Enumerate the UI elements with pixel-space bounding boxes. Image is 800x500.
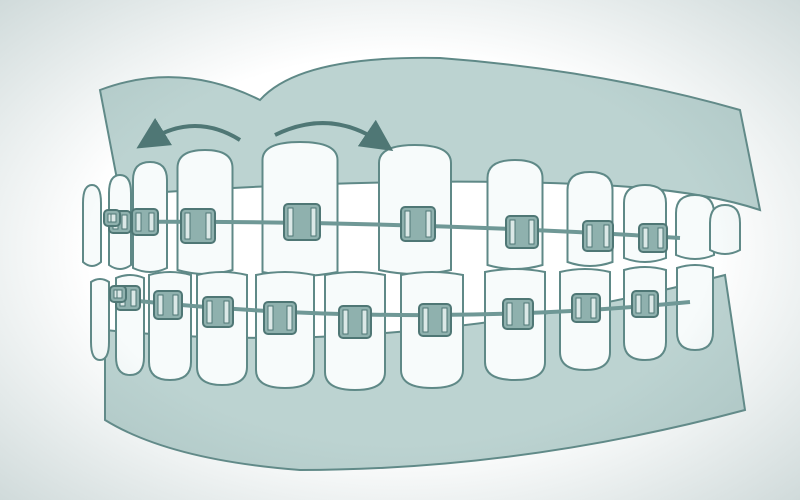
bracket-wing-right	[286, 305, 293, 331]
bracket-wing-left	[184, 212, 191, 240]
bracket-wing-right	[441, 307, 448, 333]
bracket-wing-left	[267, 305, 274, 331]
lower-bracket	[338, 305, 372, 339]
upper-tooth	[709, 203, 741, 255]
lower-bracket	[502, 298, 534, 330]
bracket-wing-right	[528, 219, 535, 245]
bracket-wing-right	[523, 302, 530, 326]
lower-bracket	[631, 290, 659, 318]
bracket-wing-left	[635, 294, 642, 314]
bracket-wing-right	[361, 309, 368, 335]
bracket-wing-right	[590, 297, 597, 319]
lower-bracket	[109, 285, 127, 303]
upper-bracket	[638, 223, 668, 253]
bracket-wing-left	[509, 219, 516, 245]
lower-bracket	[153, 290, 183, 320]
lower-archwire	[109, 296, 691, 318]
upper-bracket	[103, 209, 121, 227]
bracket-wing-right	[648, 294, 655, 314]
bracket-wing-right	[425, 210, 432, 238]
bracket-wing-right	[148, 212, 155, 232]
bracket-wing-left	[287, 207, 294, 237]
lower-tooth	[196, 271, 248, 387]
bracket-wing-right	[121, 214, 128, 230]
bracket-wing-left	[157, 294, 164, 316]
bracket-wing-right	[603, 224, 610, 248]
upper-bracket	[582, 220, 614, 252]
left-curved-arrow-icon	[136, 117, 242, 149]
bracket-wing-left	[422, 307, 429, 333]
lower-bracket	[263, 301, 297, 335]
lower-tooth	[148, 271, 192, 382]
upper-tooth	[82, 183, 102, 267]
bracket-wing-right	[172, 294, 179, 316]
right-curved-arrow-icon	[274, 119, 394, 151]
bracket-wing-right	[116, 289, 123, 299]
lower-archwire-line	[109, 296, 691, 318]
bracket-wing-right	[205, 212, 212, 240]
bracket-wing-left	[506, 302, 513, 326]
bracket-wing-left	[342, 309, 349, 335]
lower-bracket	[418, 303, 452, 337]
upper-brackets	[103, 203, 668, 253]
bracket-wing-right	[223, 300, 230, 324]
upper-bracket	[505, 215, 539, 249]
upper-tooth	[486, 158, 544, 270]
bracket-wing-left	[206, 300, 213, 324]
upper-bracket	[283, 203, 321, 241]
bracket-wing-left	[404, 210, 411, 238]
bracket-wing-right	[130, 289, 137, 307]
bracket-wing-right	[110, 213, 117, 223]
upper-tooth	[675, 193, 715, 260]
lower-bracket	[202, 296, 234, 328]
bracket-wing-left	[586, 224, 593, 248]
lower-tooth	[90, 278, 110, 362]
bracket-wing-right	[657, 227, 664, 249]
lower-tooth	[676, 264, 714, 352]
bracket-wing-right	[310, 207, 317, 237]
lower-bracket	[571, 293, 601, 323]
upper-bracket	[180, 208, 216, 244]
upper-bracket	[131, 208, 159, 236]
bracket-wing-left	[575, 297, 582, 319]
lower-brackets	[109, 285, 659, 339]
bracket-wing-left	[135, 212, 142, 232]
upper-bracket	[400, 206, 436, 242]
bracket-wing-left	[642, 227, 649, 249]
